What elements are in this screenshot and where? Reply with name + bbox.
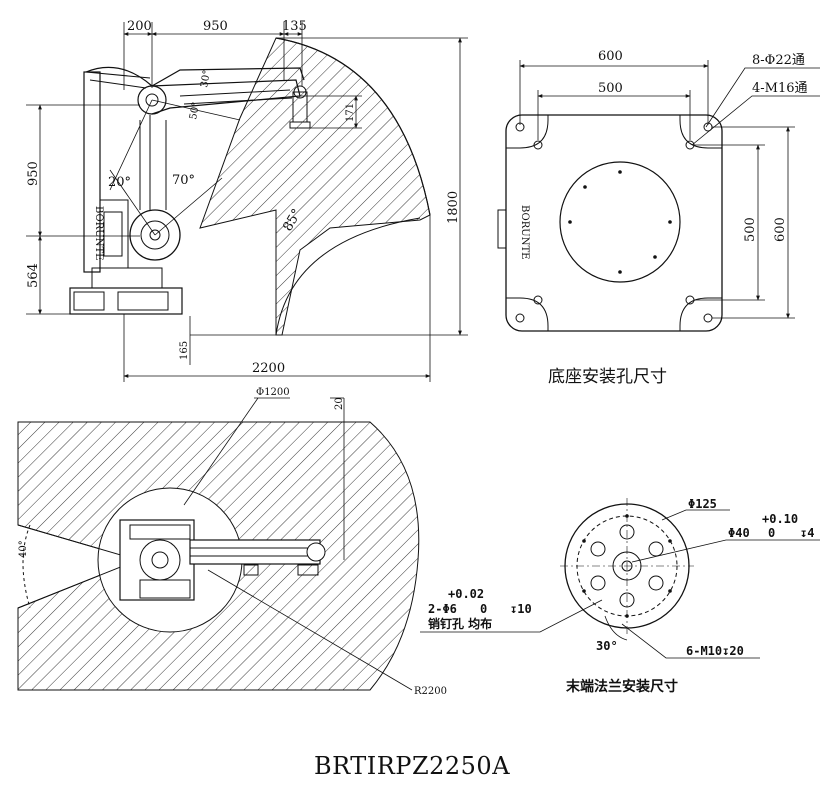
dim-tol-zero: 0: [768, 526, 775, 540]
angle-50: 50°: [188, 101, 202, 120]
dim-base-height-600: 600: [773, 217, 788, 242]
dim-r2200: R2200: [414, 686, 447, 697]
top-robot-arm: [189, 539, 321, 565]
angle-30-flange: 30°: [596, 639, 618, 653]
dim-tol-plus: +0.10: [762, 512, 798, 526]
side-logo: BORUNTE: [93, 206, 104, 260]
flange-hole: [648, 575, 664, 591]
angle-70: 70°: [172, 173, 195, 188]
dim-base-holes-through: 8-Φ22通: [752, 53, 805, 68]
dim-base-width-600: 600: [598, 49, 623, 64]
angle-20: 20°: [108, 175, 131, 190]
dim-base-holes-thread: 4-M16通: [752, 81, 808, 96]
dim-right-1800: 1800: [446, 191, 461, 224]
dim-right-171: 171: [345, 103, 356, 122]
robot-column: [83, 71, 101, 273]
base-logo: BORUNTE: [519, 205, 530, 259]
dim-pin-depth: ↧10: [510, 602, 532, 616]
dim-pin-tol-zero: 0: [480, 602, 487, 616]
dim-d125: Φ125: [688, 497, 717, 511]
dim-base-height-500: 500: [743, 217, 758, 242]
dim-pin-tol-plus: +0.02: [448, 587, 484, 601]
dim-base-width-500: 500: [598, 81, 623, 96]
angle-40: 40°: [18, 540, 29, 558]
dim-top-200: 200: [127, 19, 152, 34]
flange-view: Φ125 +0.10 Φ40 0 ↧4 +0.02 2-Φ6 0 ↧10 销钉孔…: [420, 497, 820, 659]
base-view: BORUNTE 600 500 500 600 8-Φ22通 4-M16通: [497, 49, 820, 332]
dim-screw-holes: 6-M10↧20: [686, 644, 744, 658]
dim-top-135: 135: [282, 19, 307, 34]
model-name: BRTIRPZ2250A: [313, 752, 511, 780]
flange-caption: 末端法兰安装尺寸: [566, 679, 678, 695]
dim-bottom-165: 165: [179, 341, 190, 360]
flange-hole: [590, 575, 606, 591]
dim-20: 20: [334, 397, 345, 410]
side-view: 20° 70° 85° 30° 50° BORUNTE 200 950 135 …: [26, 19, 468, 382]
base-hole: [533, 140, 543, 150]
base-caption: 底座安装孔尺寸: [548, 367, 667, 387]
dim-bottom-2200: 2200: [252, 361, 285, 376]
dim-pin-holes: 2-Φ6: [428, 602, 457, 616]
angle-30: 30°: [199, 69, 213, 88]
dim-d40: Φ40: [728, 526, 750, 540]
dim-left-564: 564: [26, 263, 41, 288]
base-hole: [515, 313, 525, 323]
base-center-circle: [559, 161, 681, 283]
flange-hole: [590, 541, 606, 557]
top-view: 40° Φ1200 20 R2200: [17, 387, 447, 697]
dim-left-950: 950: [26, 161, 41, 186]
dim-top-950: 950: [203, 19, 228, 34]
base-plate: [505, 114, 723, 332]
top-robot-base: [119, 519, 195, 601]
dim-d1200: Φ1200: [256, 387, 290, 398]
base-hole: [533, 295, 543, 305]
pin-note: 销钉孔 均布: [428, 616, 492, 631]
dim-depth-4: ↧4: [800, 526, 814, 540]
robot-joint-lower: [129, 209, 181, 261]
